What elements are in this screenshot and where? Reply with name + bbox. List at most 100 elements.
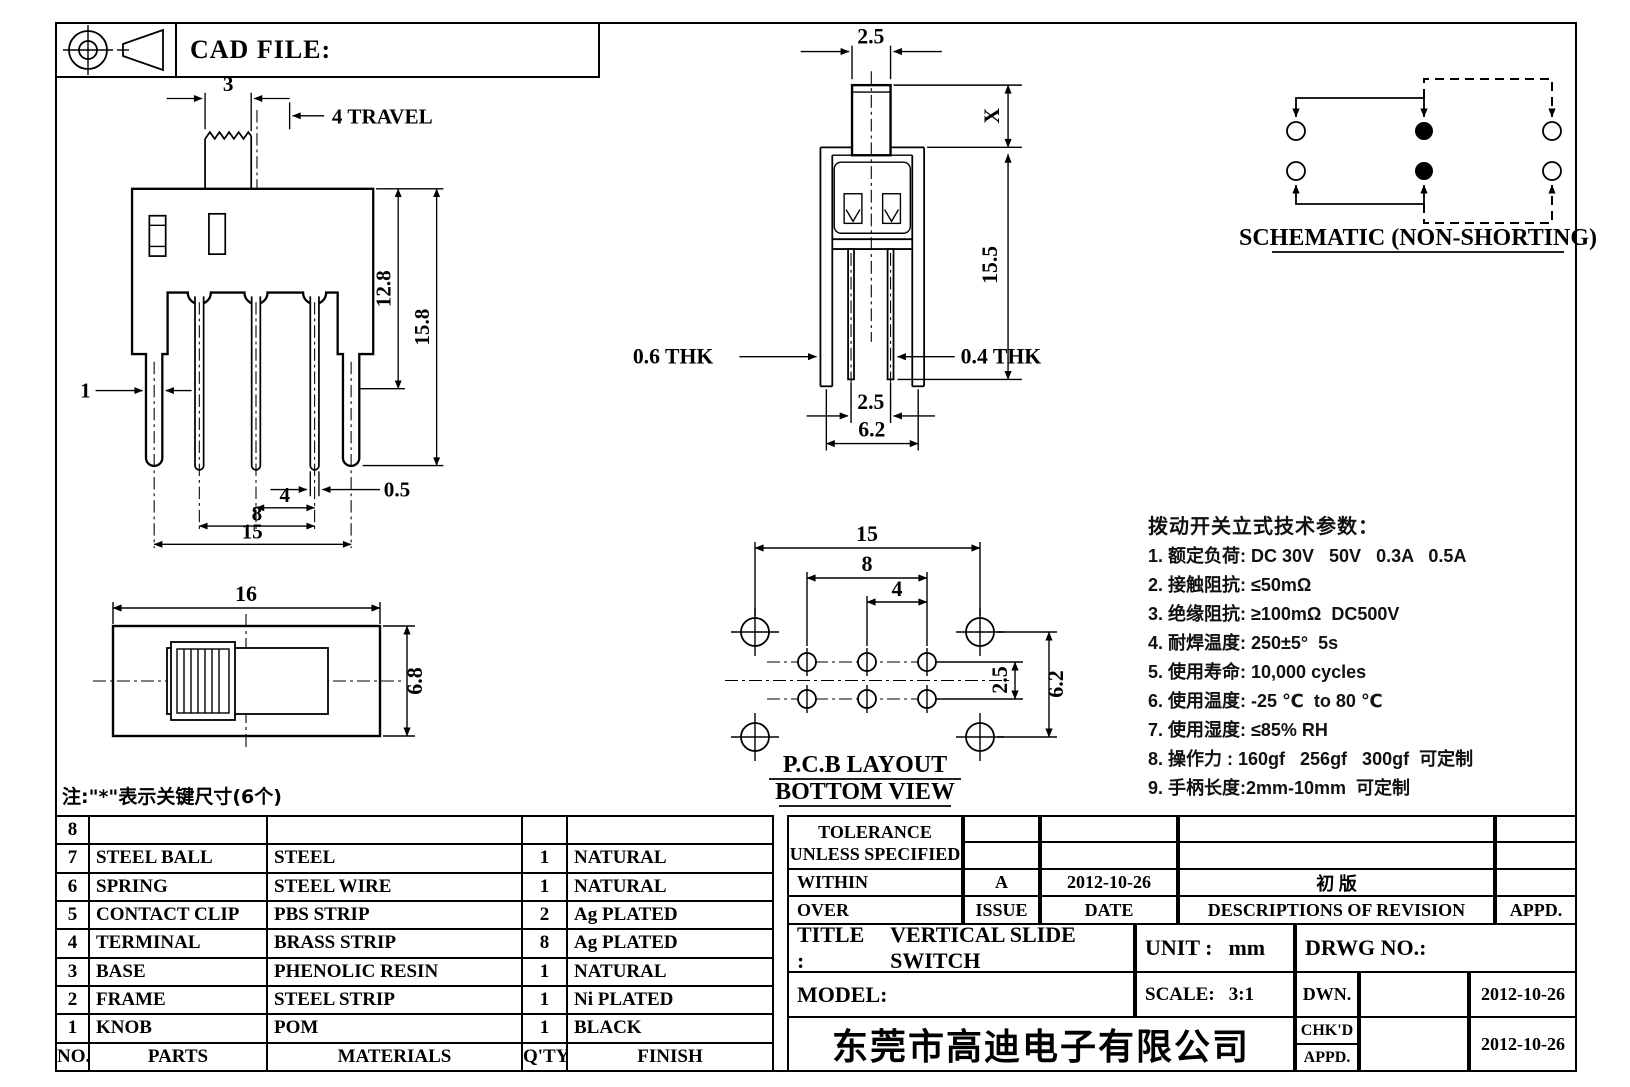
projection-symbols xyxy=(63,25,164,75)
part-material: STEEL xyxy=(266,843,523,874)
chkd-label: CHK'D xyxy=(1295,1016,1359,1045)
table-row: 7 STEEL BALL STEEL 1 NATURAL xyxy=(55,843,774,874)
dim-1: 1 xyxy=(80,378,91,402)
dim-x: X xyxy=(980,108,1004,124)
front-view: 3 4 TRAVEL 12.8 15.8 1 0.5 4 xyxy=(80,72,444,549)
pcb-holes xyxy=(725,608,1010,761)
dim-3: 3 xyxy=(223,72,234,96)
top-view: 16 6.8 xyxy=(93,581,427,750)
empty-cell xyxy=(1178,841,1495,870)
dim-4: 4 xyxy=(280,483,291,507)
contact-open xyxy=(1286,121,1306,141)
pcb-dimensions: 15 8 4 2.5 6.2 xyxy=(754,521,1068,738)
pcb-caption-2: BOTTOM VIEW xyxy=(775,779,955,805)
dim-15-5: 15.5 xyxy=(978,246,1002,284)
table-row: 6 SPRING STEEL WIRE 1 NATURAL xyxy=(55,871,774,902)
part-no: 6 xyxy=(55,871,90,902)
cad-file-label: CAD FILE: xyxy=(190,35,332,64)
dim-6-2: 6.2 xyxy=(858,418,885,442)
tech-params: 拨动开关立式技术参数： 1. 额定负荷: DC 30V 50V 0.3A 0.5… xyxy=(1148,512,1572,803)
dim-pcb-15: 15 xyxy=(856,521,878,546)
model-cell: MODEL: xyxy=(787,971,1135,1018)
front-view-dimensions: 3 4 TRAVEL 12.8 15.8 1 0.5 4 xyxy=(80,72,444,548)
part-name: CONTACT CLIP xyxy=(88,899,268,931)
part-qty: 1 xyxy=(521,1013,568,1044)
part-qty: 1 xyxy=(521,843,568,874)
dim-thk-left: 0.6 THK xyxy=(633,345,714,369)
dwn-date: 2012-10-26 xyxy=(1469,971,1577,1018)
part-name xyxy=(88,814,268,846)
chkd-appd-value xyxy=(1359,1016,1469,1072)
scale-cell: SCALE: 3:1 xyxy=(1135,971,1295,1018)
parts-table: 8 7 STEEL BALL STEEL 1 NATURAL 6 SPRING … xyxy=(55,814,774,1073)
table-row: 3 BASE PHENOLIC RESIN 1 NATURAL xyxy=(55,956,774,987)
dim-0-5: 0.5 xyxy=(384,477,410,501)
part-finish: Ag PLATED xyxy=(566,899,774,931)
part-material: PHENOLIC RESIN xyxy=(266,956,523,987)
part-finish: NATURAL xyxy=(566,956,774,987)
scale-label: SCALE: xyxy=(1145,983,1215,1005)
unit-label: UNIT : xyxy=(1145,935,1213,960)
part-no: 7 xyxy=(55,843,90,874)
part-name: SPRING xyxy=(88,871,268,902)
dim-6-8: 6.8 xyxy=(402,667,427,695)
side-view-geometry xyxy=(819,71,926,423)
part-name: STEEL BALL xyxy=(88,843,268,874)
table-header-row: NO. PARTS MATERIALS Q'TY FINISH xyxy=(55,1041,774,1073)
within-label: WITHIN xyxy=(787,868,963,897)
part-qty: 8 xyxy=(521,928,568,959)
front-view-geometry xyxy=(130,110,375,549)
table-row: 2 FRAME STEEL STRIP 1 Ni PLATED xyxy=(55,984,774,1016)
dim-pcb-6-2: 6.2 xyxy=(1043,670,1068,698)
scale-value: 3:1 xyxy=(1228,983,1255,1005)
dim-pcb-8: 8 xyxy=(862,551,873,576)
part-name: KNOB xyxy=(88,1013,268,1044)
issue-header: ISSUE xyxy=(963,895,1040,925)
empty-cell xyxy=(1495,841,1577,870)
top-view-dimensions: 16 6.8 xyxy=(112,581,427,737)
header-finish: FINISH xyxy=(566,1041,774,1073)
chkd-date: 2012-10-26 xyxy=(1469,1016,1577,1072)
part-no: 3 xyxy=(55,956,90,987)
tech-param-item: 6. 使用温度: -25 ℃ to 80 ℃ xyxy=(1148,691,1383,711)
part-finish xyxy=(566,814,774,846)
part-finish: NATURAL xyxy=(566,843,774,874)
part-qty xyxy=(521,814,568,846)
part-finish: Ag PLATED xyxy=(566,928,774,959)
part-no: 8 xyxy=(55,814,90,846)
dim-pcb-4: 4 xyxy=(892,576,903,601)
empty-cell xyxy=(963,841,1040,870)
part-no: 4 xyxy=(55,928,90,959)
header-divider xyxy=(175,22,177,78)
table-row: 8 xyxy=(55,814,774,846)
cone-projection-icon xyxy=(117,28,164,72)
title-label: TITLE : xyxy=(797,923,865,973)
part-name: FRAME xyxy=(88,984,268,1016)
dwn-value xyxy=(1359,971,1469,1018)
part-finish: NATURAL xyxy=(566,871,774,902)
date-header: DATE xyxy=(1040,895,1178,925)
tech-param-item: 1. 额定负荷: DC 30V 50V 0.3A 0.5A xyxy=(1148,546,1467,566)
company-name: 东莞市高迪电子有限公司 xyxy=(787,1016,1295,1072)
empty-cell xyxy=(1040,815,1178,843)
unit-cell: UNIT : mm xyxy=(1135,923,1295,973)
empty-cell xyxy=(1495,815,1577,843)
dim-12-8: 12.8 xyxy=(372,270,396,307)
part-material: STEEL WIRE xyxy=(266,871,523,902)
tech-params-title: 拨动开关立式技术参数： xyxy=(1148,516,1379,538)
tech-param-item: 7. 使用湿度: ≤85% RH xyxy=(1148,720,1328,740)
side-view: 2.5 X 15.5 0.6 THK 0.4 THK 2.5 6.2 xyxy=(633,25,1041,451)
issue-date: 2012-10-26 xyxy=(1040,868,1178,897)
contact-open xyxy=(1542,121,1562,141)
header-no: NO. xyxy=(55,1041,90,1073)
dim-2-5-top: 2.5 xyxy=(857,25,884,49)
part-name: TERMINAL xyxy=(88,928,268,959)
dim-8: 8 xyxy=(252,501,263,525)
part-material: POM xyxy=(266,1013,523,1044)
part-material: STEEL STRIP xyxy=(266,984,523,1016)
key-dimension-note: 注:"*"表示关键尺寸(6个) xyxy=(62,786,282,808)
part-qty: 1 xyxy=(521,871,568,902)
tech-param-item: 4. 耐焊温度: 250±5° 5s xyxy=(1148,633,1339,653)
empty-cell xyxy=(1495,868,1577,897)
